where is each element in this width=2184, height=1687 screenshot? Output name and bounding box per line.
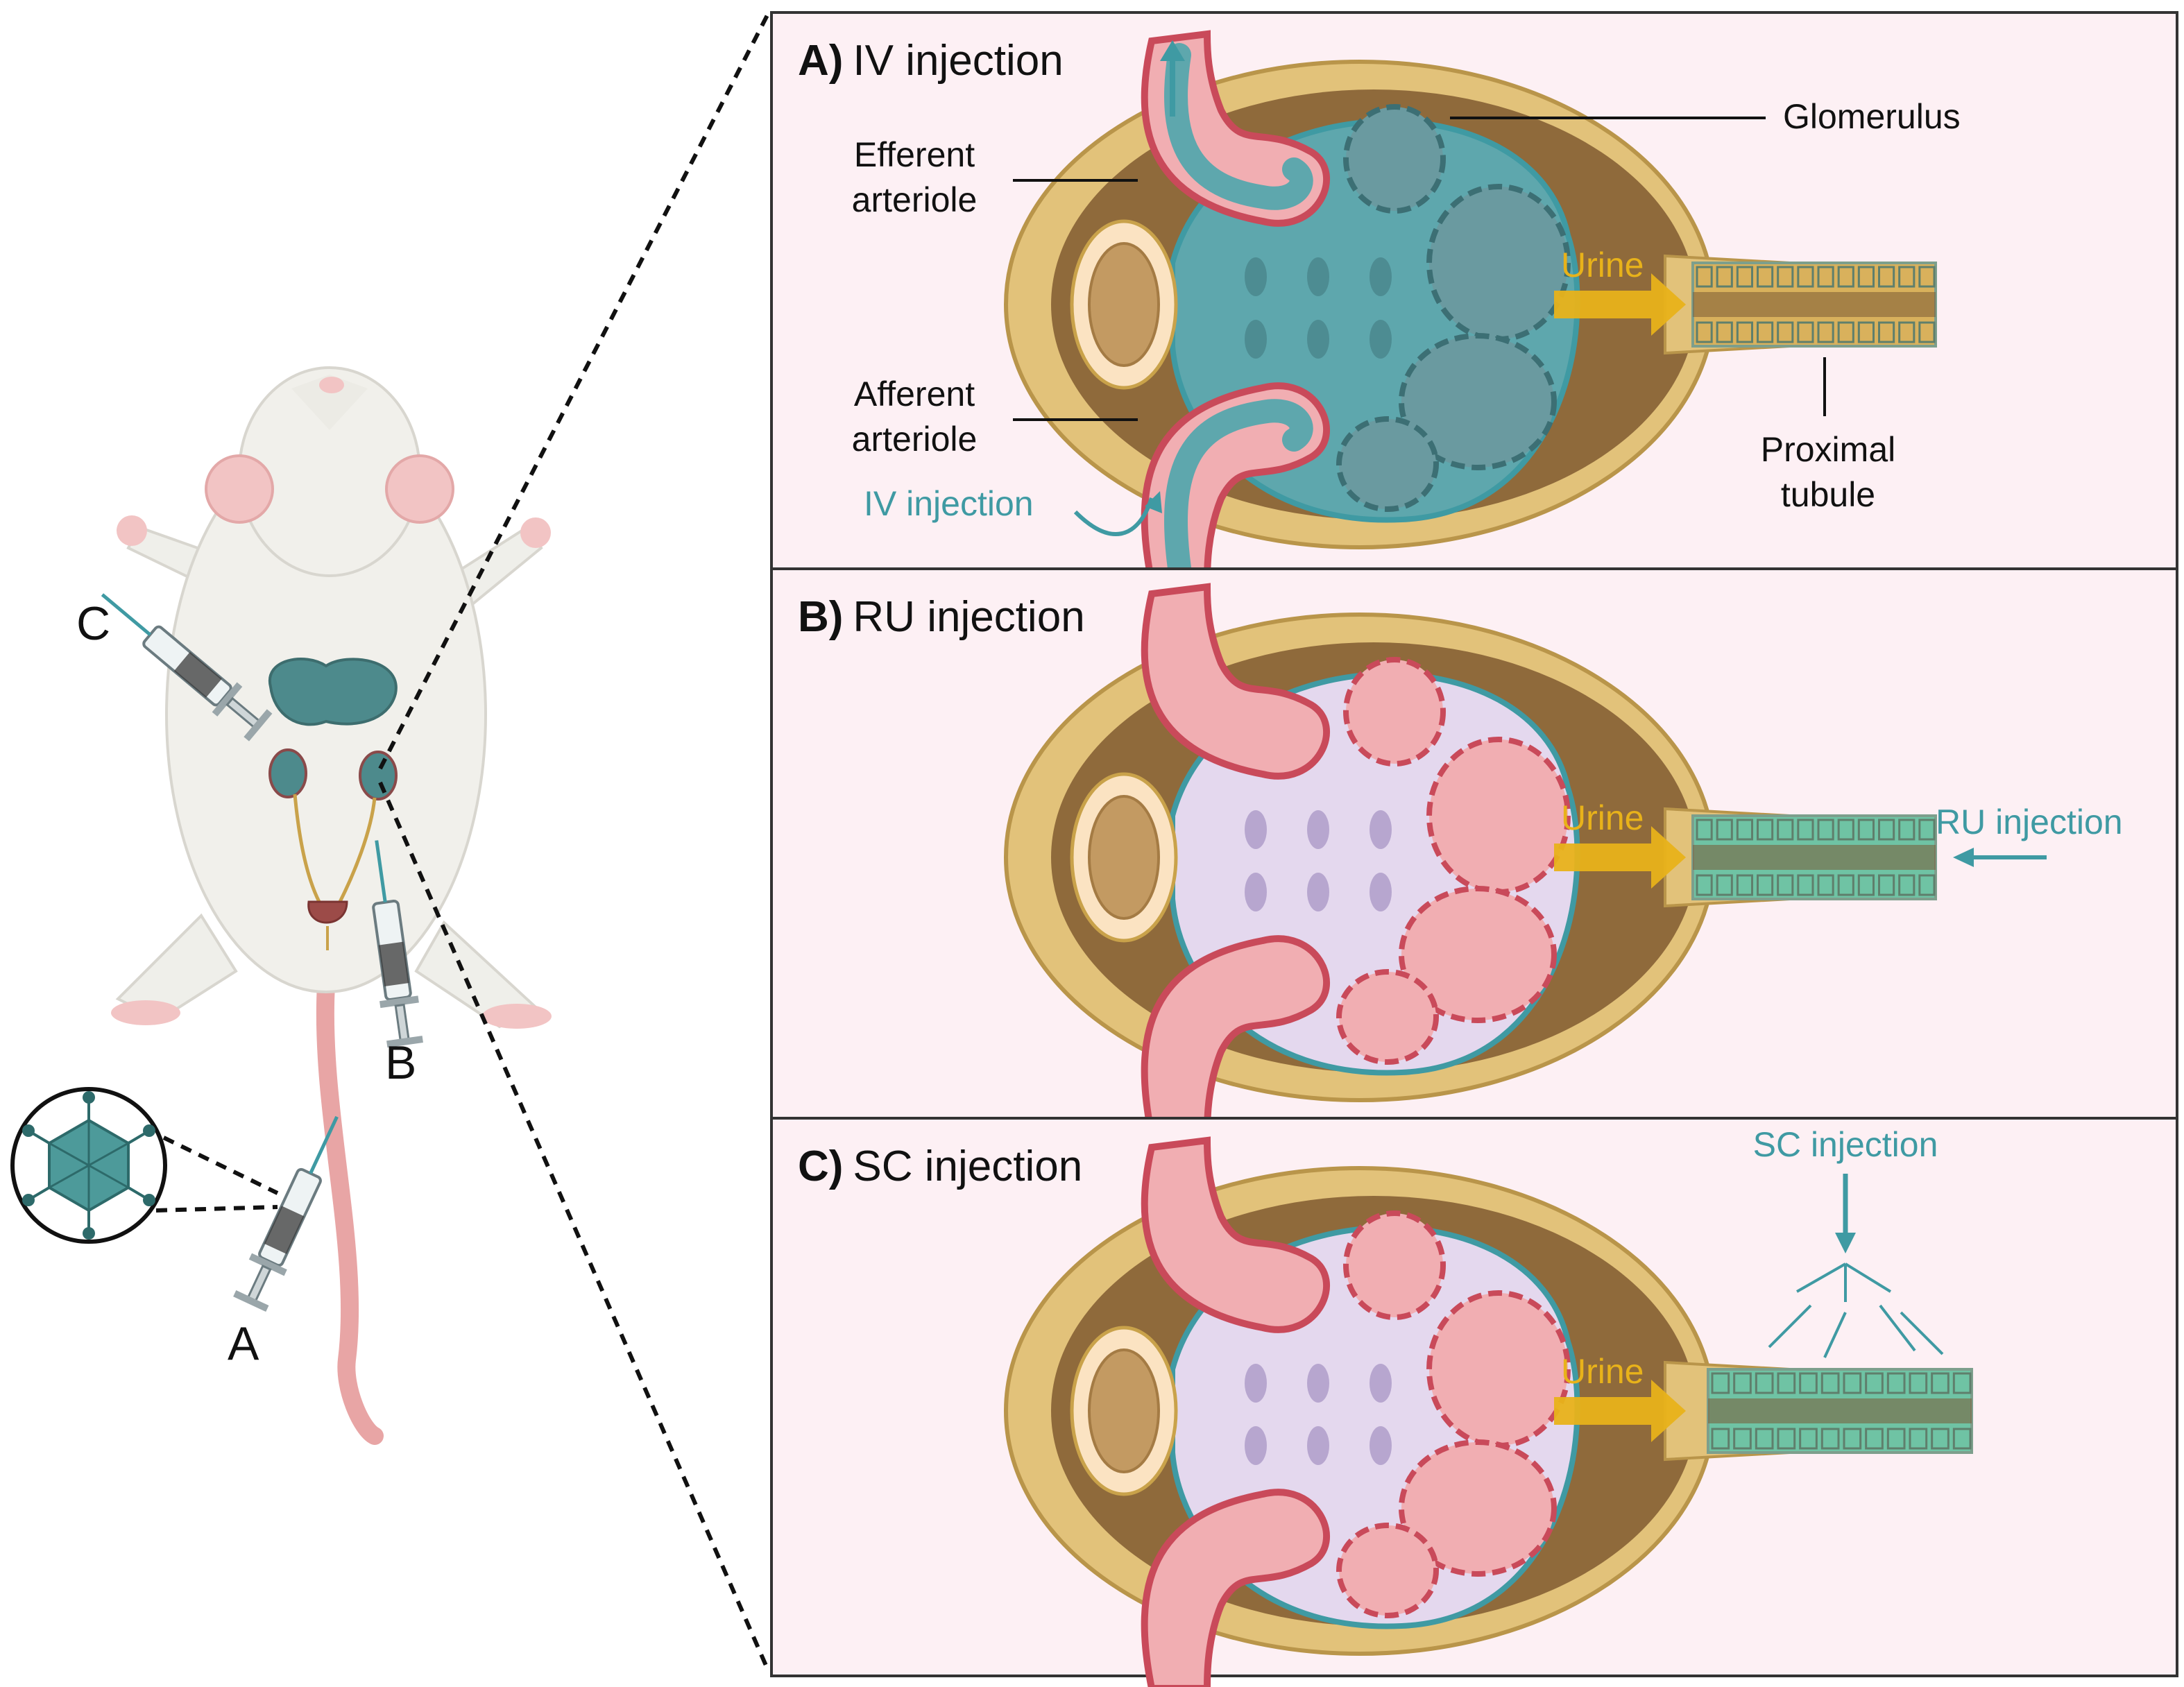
capillary-loop (1399, 886, 1557, 1023)
efferent-arteriole (1141, 583, 1331, 780)
iv-injection-label: IV injection (864, 484, 1034, 523)
panel-letter: C) (798, 1142, 843, 1190)
capillary-loop (1399, 1439, 1557, 1577)
panel-title-text: SC injection (853, 1142, 1082, 1190)
zoom-line-bottom (378, 781, 771, 1673)
mesangial-cell (1245, 320, 1267, 359)
mouse-illustration: C B A (10, 366, 552, 1445)
mesangial-cell (1245, 810, 1267, 849)
proximal-label-line2: tubule (1781, 475, 1875, 514)
mouse-tail (316, 976, 384, 1445)
mesangial-cell (1370, 810, 1392, 849)
mouse-left-ear (205, 454, 274, 524)
glomerulus-label: Glomerulus (1783, 97, 1961, 136)
sc-diffusion-arrow (1768, 1304, 1812, 1348)
mouse-left-paw (117, 515, 147, 546)
mouse-left-kidney (268, 748, 307, 798)
capillary-loop (1426, 737, 1571, 895)
sc-injection-label: SC injection (1753, 1125, 1938, 1164)
site-label-a: A (228, 1317, 259, 1370)
mesangial-cell (1307, 810, 1329, 849)
mesangial-cell (1370, 257, 1392, 296)
afferent-label-line1: Afferent (854, 375, 975, 413)
sc-diffusion-arrow (1844, 1262, 1892, 1293)
mesangial-cell (1245, 1364, 1267, 1403)
capillary-loop (1399, 333, 1557, 470)
panel-title-text: RU injection (853, 593, 1084, 641)
urine-arrow (1554, 1380, 1686, 1442)
mouse-right-ear (385, 454, 454, 524)
zoom-line-top (378, 11, 771, 770)
mouse-right-foot (482, 1004, 552, 1029)
proximal-label-line1: Proximal (1761, 430, 1895, 469)
sc-diffusion-arrow (1796, 1262, 1846, 1293)
mesangial-cell (1307, 320, 1329, 359)
ru-injection-label: RU injection (1936, 803, 2123, 841)
site-label-b: B (385, 1036, 416, 1089)
site-label-c: C (76, 597, 110, 650)
mesangial-cell (1245, 873, 1267, 911)
panel-title: C)SC injection (798, 1142, 1082, 1190)
capillary-loop (1336, 416, 1439, 512)
afferent-label-line2: arteriole (852, 420, 978, 459)
mesangial-cell (1307, 1426, 1329, 1465)
mouse-right-kidney (359, 751, 398, 800)
efferent-arteriole (1141, 1136, 1331, 1333)
capillary-loop (1426, 184, 1571, 342)
mesangial-cell (1370, 1426, 1392, 1465)
capillary-loop (1343, 657, 1446, 767)
mesangial-cell (1245, 257, 1267, 296)
mouse-bladder (307, 900, 348, 924)
panel-title: A)IV injection (798, 37, 1064, 85)
urine-label: Urine (1561, 798, 1644, 837)
capillary-loop (1336, 969, 1439, 1065)
mesangial-cell (1370, 1364, 1392, 1403)
mouse-liver (268, 658, 398, 726)
sc-diffusion-arrow (1823, 1312, 1847, 1358)
sc-diffusion-arrow (1900, 1311, 1944, 1355)
afferent-arteriole (1141, 935, 1331, 1138)
capillary-loop (1343, 1210, 1446, 1320)
mouse-left-foot (111, 1000, 180, 1025)
mesangial-cell (1307, 1364, 1329, 1403)
capillary-loop (1426, 1290, 1571, 1448)
capillary-loop (1336, 1523, 1439, 1618)
virus-particle-icon (22, 1091, 155, 1240)
mouse-right-paw (520, 517, 551, 548)
efferent-label-line2: arteriole (852, 180, 978, 219)
mouse-nose (319, 377, 344, 393)
efferent-label-line1: Efferent (854, 135, 975, 174)
sc-diffusion-arrow (1879, 1304, 1916, 1352)
mesangial-cell (1245, 1426, 1267, 1465)
panel-letter: B) (798, 593, 843, 641)
panel-title: B)RU injection (798, 593, 1085, 641)
urine-arrow (1554, 273, 1686, 336)
mesangial-cell (1370, 320, 1392, 359)
capillary-loop (1343, 104, 1446, 214)
panel-title-text: IV injection (853, 37, 1063, 85)
mesangial-cell (1307, 873, 1329, 911)
efferent-arteriole (1141, 30, 1331, 227)
urine-label: Urine (1561, 246, 1644, 284)
urine-label: Urine (1561, 1352, 1644, 1391)
panel-a-annotations: Efferent arteriole Afferent arteriole Gl… (852, 97, 1961, 514)
panel-letter: A) (798, 37, 843, 85)
afferent-arteriole (1141, 1489, 1331, 1687)
urine-arrow (1554, 826, 1686, 889)
mesangial-cell (1370, 873, 1392, 911)
mesangial-cell (1307, 257, 1329, 296)
iv-injection-arrow (1073, 497, 1154, 536)
